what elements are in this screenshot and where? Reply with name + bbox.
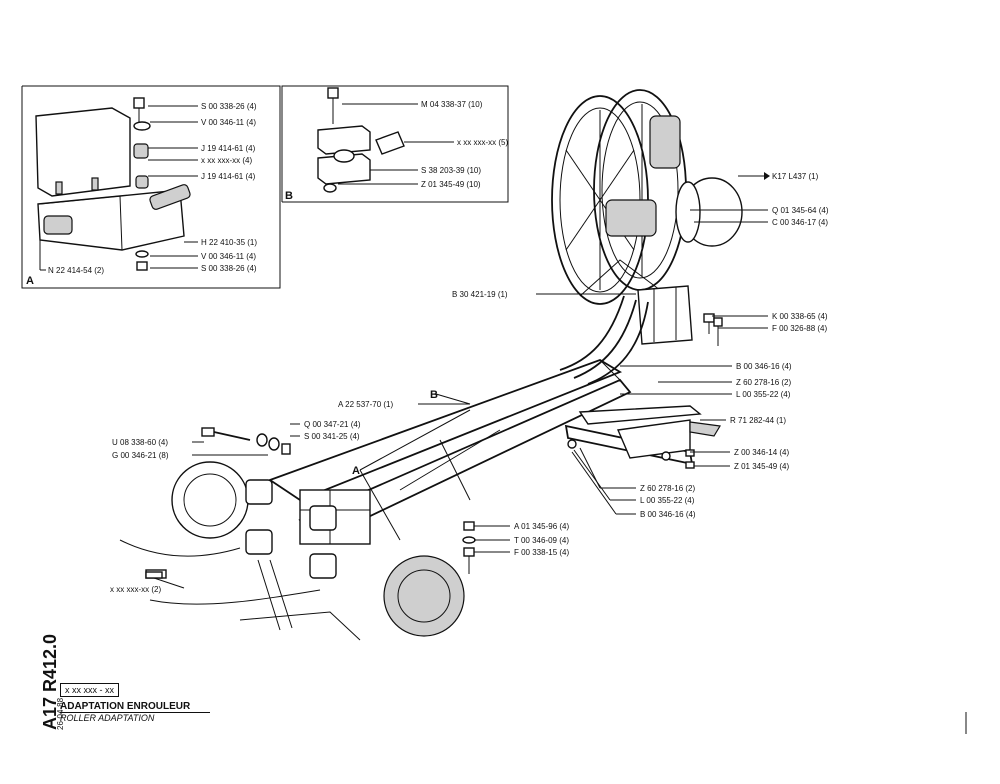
part-label: Q 00 347-21 (4) (304, 420, 361, 429)
part-label: F 00 326-88 (4) (772, 324, 827, 333)
screw-head-icon (327, 87, 339, 99)
part-label: x xx xxx-xx (2) (110, 585, 161, 594)
inset-a-label: J 19 414-61 (4) (201, 172, 256, 181)
part-label: L 00 355-22 (4) (640, 496, 695, 505)
washer-icon (268, 437, 280, 451)
part-label: K17 L437 (1) (772, 172, 819, 181)
cable-gland (43, 215, 73, 235)
washer-icon (135, 250, 149, 258)
inset-b-letter: B (285, 190, 293, 202)
inset-a-label: J 19 414-61 (4) (201, 144, 256, 153)
inset-a-label: V 00 346-11 (4) (201, 118, 256, 127)
washer-icon (133, 121, 151, 131)
main-leaders (153, 175, 768, 589)
tractor-chassis (119, 461, 465, 641)
sheet-date: 26-04-88 (46, 686, 65, 730)
washer-icon (462, 536, 476, 544)
inset-a-label: V 00 346-11 (4) (201, 252, 256, 261)
inset-b-label: Z 01 345-49 (10) (421, 180, 481, 189)
nut-icon (281, 443, 291, 455)
inset-a-label: x xx xxx-xx (4) (201, 156, 252, 165)
part-label: B 00 346-16 (4) (736, 362, 792, 371)
reel-motor (649, 115, 681, 169)
part-label: U 08 338-60 (4) (112, 438, 168, 447)
clamp-block-upper (317, 125, 371, 155)
tube-sleeve (375, 131, 405, 155)
nut-icon (463, 521, 475, 531)
title-english: ROLLER ADAPTATION (60, 713, 155, 723)
part-ref-box: x xx xxx - xx (60, 683, 119, 697)
washer-icon (685, 449, 695, 457)
part-label: C 00 346-17 (4) (772, 218, 828, 227)
clamp-block-lower (317, 153, 371, 185)
part-label: S 00 341-25 (4) (304, 432, 360, 441)
cable-gland (149, 184, 191, 210)
part-label: F 00 338-15 (4) (514, 548, 569, 557)
part-label: B 00 346-16 (4) (640, 510, 696, 519)
title-block: x xx xxx - xx ADAPTATION ENROULEUR ROLLE… (60, 680, 210, 723)
part-label: Q 01 345-64 (4) (772, 206, 829, 215)
part-label: R 71 282-44 (1) (730, 416, 786, 425)
inset-b-label: M 04 338-37 (10) (421, 100, 483, 109)
hose-reel (551, 89, 743, 305)
nut-icon (136, 261, 148, 271)
support-bracket (637, 285, 693, 345)
bushing-icon (133, 143, 149, 159)
gear-wheel-icon (171, 461, 249, 539)
inset-a-label: S 00 338-26 (4) (201, 102, 257, 111)
control-box-lid (35, 107, 131, 197)
callout-a: A (352, 465, 360, 477)
reel-drum (605, 199, 657, 237)
part-label: A 22 537-70 (1) (338, 400, 393, 409)
bolt-head-icon (463, 547, 475, 557)
crossbar (564, 405, 721, 466)
inset-a-letter: A (26, 275, 34, 287)
bracket-plate (578, 405, 702, 425)
part-label: Z 00 346-14 (4) (734, 448, 789, 457)
inset-a-label: N 22 414-54 (2) (48, 266, 104, 275)
nut-icon (713, 317, 723, 327)
sheet-code: A17 R412.0 (14, 630, 60, 730)
part-label: Z 60 278-16 (2) (736, 378, 791, 387)
inset-a-label: S 00 338-26 (4) (201, 264, 257, 273)
callout-b: B (430, 389, 438, 401)
tractor-wheel-icon (383, 555, 465, 637)
part-label: Z 01 345-49 (4) (734, 462, 789, 471)
bolt-head-icon (703, 313, 715, 323)
title-french: ADAPTATION ENROULEUR (60, 701, 210, 713)
reel-support (559, 285, 693, 385)
inset-b: B M 04 338-37 (10) x xx xxx-xx (5) S 38 … (281, 85, 509, 203)
part-label: A 01 345-96 (4) (514, 522, 569, 531)
washer-icon (256, 433, 268, 447)
nut-icon (685, 461, 695, 469)
main-labels: K17 L437 (1) Q 01 345-64 (4) C 00 346-17… (110, 172, 829, 594)
inset-b-label: S 38 203-39 (10) (421, 166, 481, 175)
part-label: T 00 346-09 (4) (514, 536, 569, 545)
nut-icon (323, 183, 337, 193)
bushing-icon (135, 175, 149, 189)
bolt-head-icon (201, 427, 215, 437)
part-label: K 00 338-65 (4) (772, 312, 828, 321)
part-label: Z 60 278-16 (2) (640, 484, 695, 493)
part-label: B 30 421-19 (1) (452, 290, 508, 299)
inset-b-label: x xx xxx-xx (5) (457, 138, 508, 147)
inset-a-label: H 22 410-35 (1) (201, 238, 257, 247)
part-label: L 00 355-22 (4) (736, 390, 791, 399)
inset-a: A S 00 338-26 (4) V 00 346-11 (4) J 19 4… (21, 85, 281, 289)
screw-head-icon (133, 97, 145, 109)
part-label: G 00 346-21 (8) (112, 451, 169, 460)
